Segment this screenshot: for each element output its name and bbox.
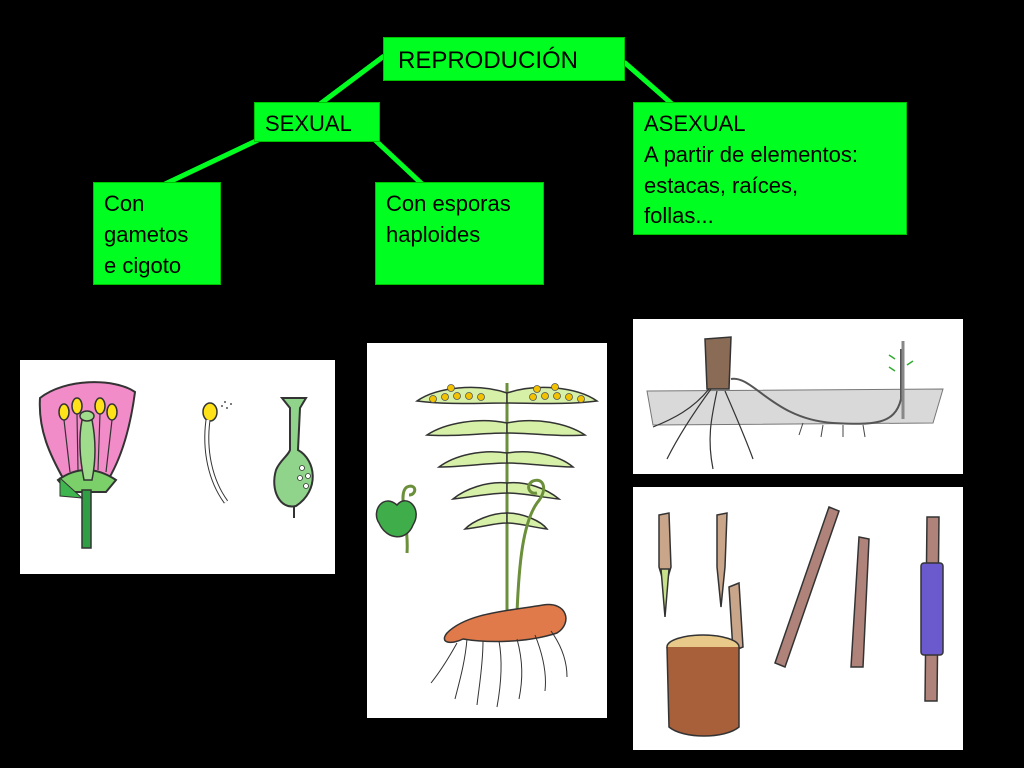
node-con-esporas: Con esporas haploides xyxy=(375,182,544,285)
grafted-stem-drawing xyxy=(920,516,944,702)
fern-illustration xyxy=(367,343,607,718)
flower-cross-section-drawing xyxy=(38,381,137,549)
tree-trunk-drawing xyxy=(652,336,754,470)
rhizome-drawing xyxy=(430,603,568,708)
connector-sexual-esporas xyxy=(373,138,424,186)
soil-drawing xyxy=(633,387,963,474)
fiddlehead-drawing xyxy=(401,478,546,614)
layering-illustration xyxy=(633,319,963,474)
pistil-drawing xyxy=(273,397,314,518)
connector-root-asexual xyxy=(622,60,674,106)
cuttings-illustration xyxy=(633,487,963,750)
gametophyte-drawing xyxy=(375,500,417,538)
node-sexual: SEXUAL xyxy=(254,102,380,142)
node-gametos-line-2: gametos xyxy=(104,221,189,247)
node-con-gametos: Con gametos e cigoto xyxy=(93,182,221,285)
connector-sexual-gametos xyxy=(163,137,260,187)
flower-illustration xyxy=(20,360,335,574)
slanted-cutting-drawing xyxy=(774,506,870,668)
node-asexual-line-3: estacas, raíces, xyxy=(644,172,799,198)
node-esporas-line-2: haploides xyxy=(386,221,481,247)
stump-drawing xyxy=(666,581,744,737)
node-asexual-line-2: A partir de elementos: xyxy=(644,141,859,167)
cutting-stake-drawing xyxy=(658,512,728,618)
node-sexual-label: SEXUAL xyxy=(265,111,352,136)
fern-frond-drawing xyxy=(414,383,600,613)
node-esporas-line-1: Con esporas xyxy=(386,191,511,216)
node-asexual-line-4: follas... xyxy=(644,203,714,229)
node-reproducion: REPRODUCIÓN xyxy=(383,37,625,81)
node-gametos-line-3: e cigoto xyxy=(104,252,182,278)
pollen-grain-drawing xyxy=(202,401,232,504)
connector-root-sexual xyxy=(318,54,386,106)
node-gametos-line-1: Con xyxy=(104,191,145,216)
layered-branch-drawing xyxy=(730,341,914,438)
node-reproducion-label: REPRODUCIÓN xyxy=(398,47,579,74)
node-asexual: ASEXUAL A partir de elementos: estacas, … xyxy=(633,102,907,235)
node-asexual-line-1: ASEXUAL xyxy=(644,111,746,136)
